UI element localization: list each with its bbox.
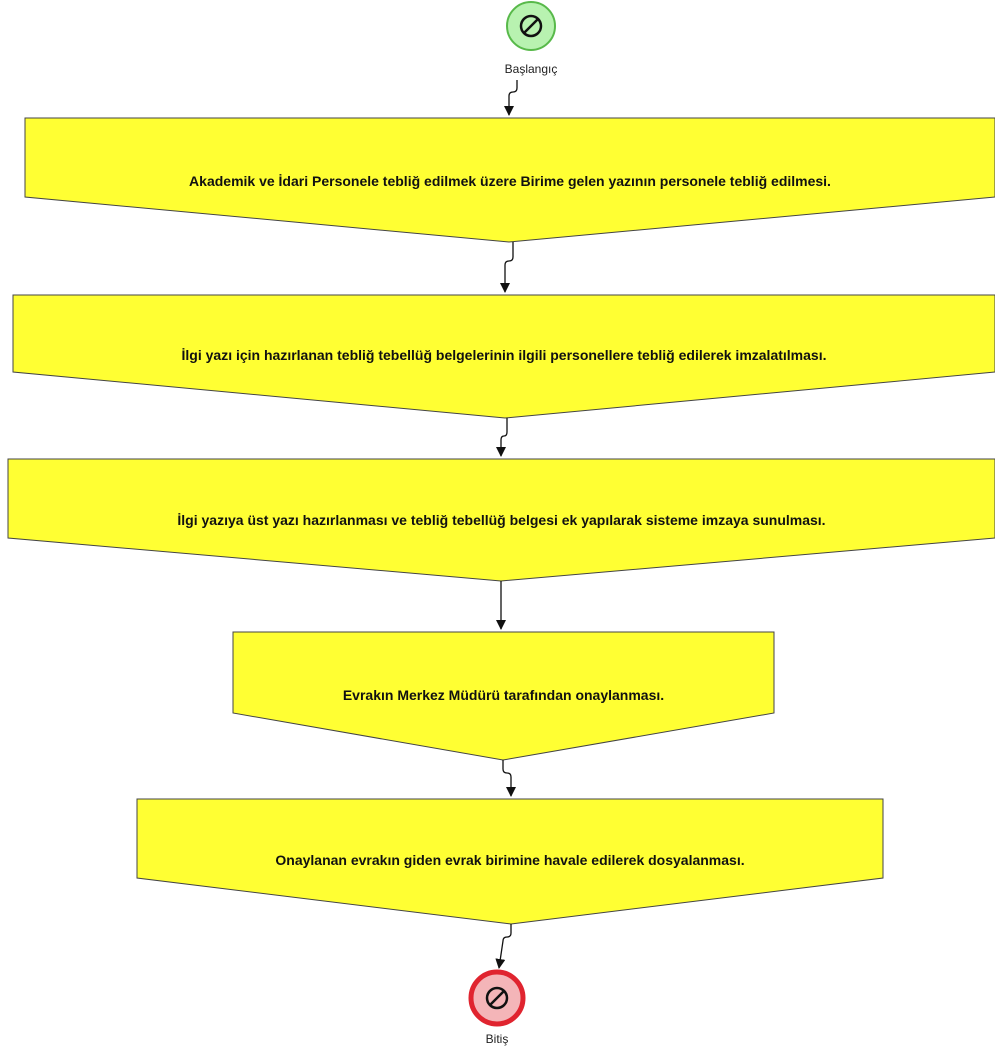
process-step-2-text: İlgi yazı için hazırlanan tebliğ tebellü…: [181, 347, 827, 363]
process-step-3-text: İlgi yazıya üst yazı hazırlanması ve teb…: [177, 512, 826, 528]
process-step-5[interactable]: [136, 798, 884, 925]
process-step-4-text: Evrakın Merkez Müdürü tarafından onaylan…: [342, 687, 665, 703]
process-step-1-text: Akademik ve İdari Personele tebliğ edilm…: [189, 173, 831, 189]
process-step-1[interactable]: [24, 117, 995, 243]
start-event[interactable]: [506, 1, 556, 51]
connector-start-to-step-1: [504, 80, 518, 116]
process-step-5-text: Onaylanan evrakın giden evrak birimine h…: [275, 852, 745, 868]
end-event-label: Bitiş: [485, 1032, 509, 1046]
start-event-label: Başlangıç: [504, 62, 558, 76]
connector-step-5-to-end: [495, 924, 512, 969]
process-step-2[interactable]: [12, 294, 995, 419]
process-step-4[interactable]: [232, 631, 775, 761]
prohibition-icon: [519, 14, 543, 38]
process-step-3[interactable]: [7, 458, 995, 582]
connector-step-4-to-step-5: [502, 760, 516, 797]
prohibition-icon: [485, 986, 509, 1010]
end-event[interactable]: [468, 969, 526, 1027]
connector-step-2-to-step-3: [496, 418, 508, 457]
connector-step-1-to-step-2: [500, 242, 514, 293]
